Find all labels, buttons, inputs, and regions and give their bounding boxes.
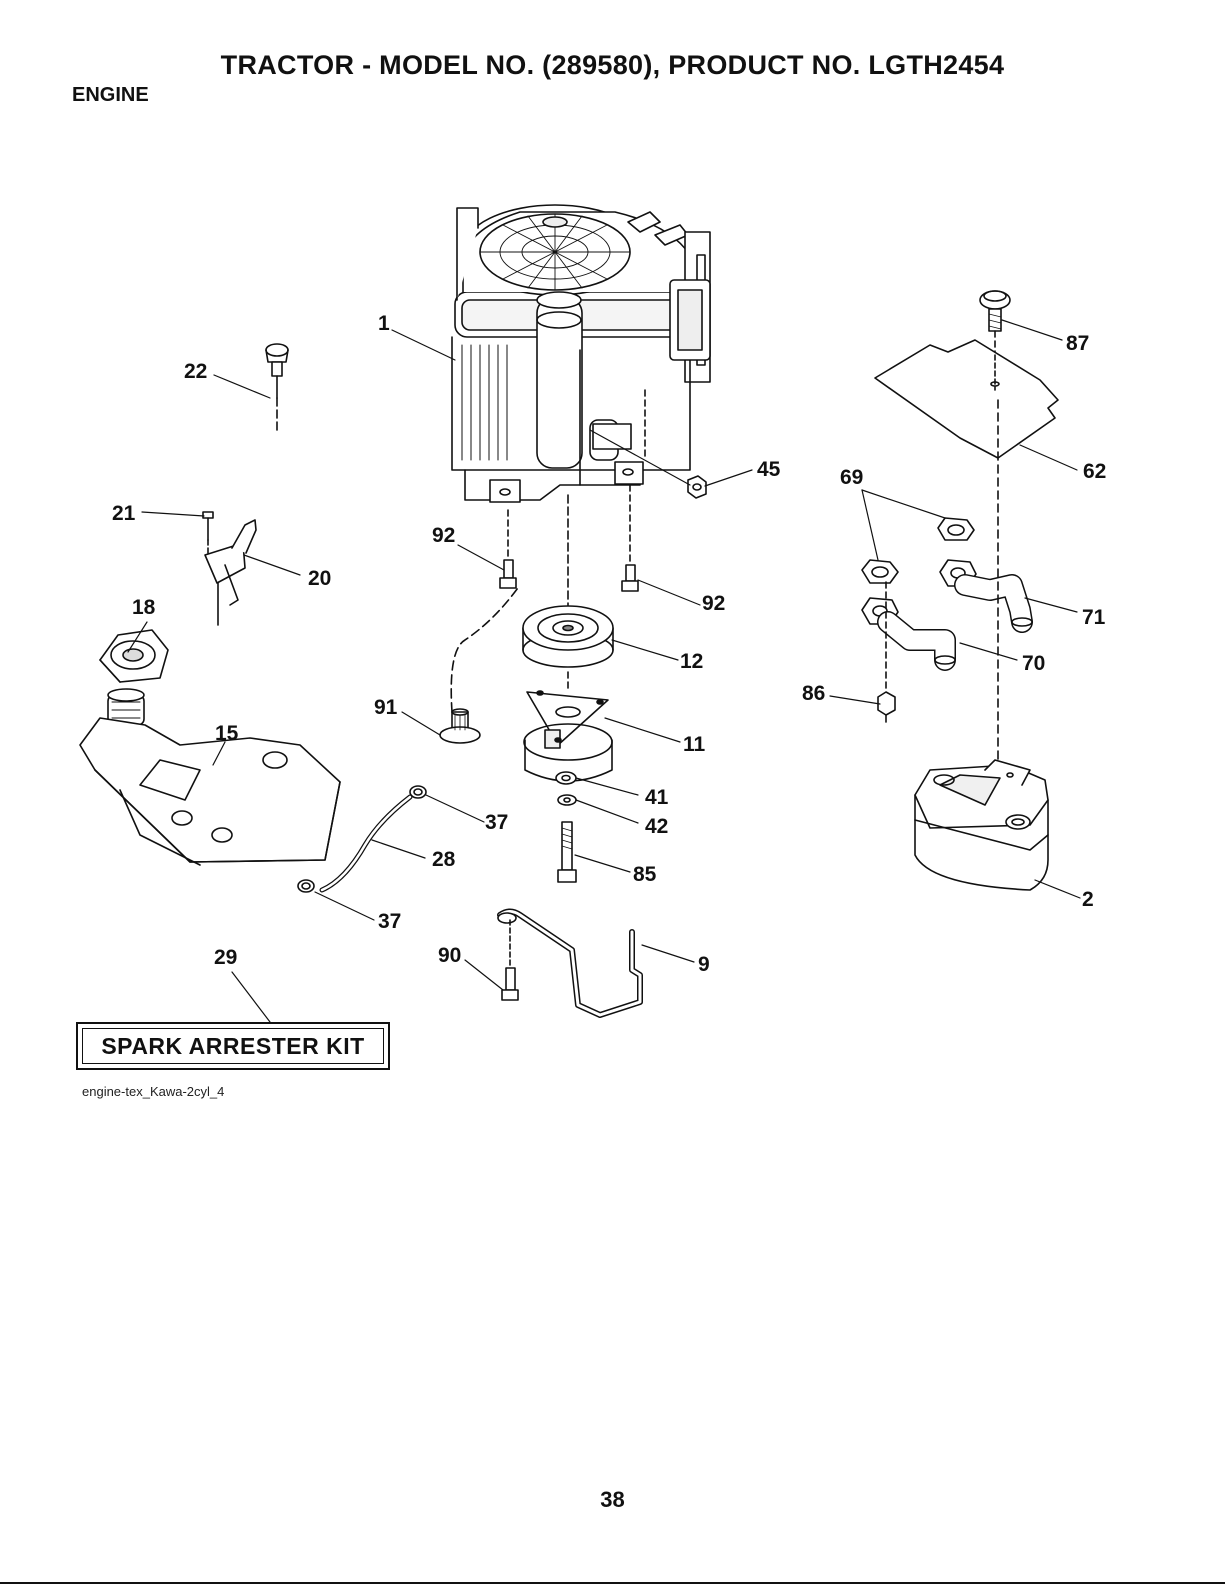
callout-70: 70 [1022, 652, 1045, 675]
throttle-bracket-part [203, 512, 256, 625]
bolt-92-right [622, 485, 638, 591]
nut-45-part [688, 476, 706, 498]
callout-12: 12 [680, 650, 703, 673]
spark-arrester-kit-box: SPARK ARRESTER KIT [76, 1022, 390, 1070]
callout-21: 21 [112, 502, 136, 525]
lock-washer-42-part [558, 795, 576, 805]
callout-87: 87 [1066, 332, 1089, 355]
bolt-92-left [500, 510, 516, 588]
bolt-90-part [502, 920, 518, 1000]
callout-18: 18 [132, 596, 156, 619]
heat-shield-62-part [875, 340, 1058, 458]
callout-1: 1 [378, 312, 390, 335]
callout-37-upper: 37 [485, 811, 508, 834]
fuel-tank-part [80, 689, 340, 865]
callout-92-left: 92 [432, 524, 455, 547]
callout-91: 91 [374, 696, 398, 719]
callout-86: 86 [802, 682, 825, 705]
gasket-69-right [938, 518, 974, 540]
diagram-file-name: engine-tex_Kawa-2cyl_4 [82, 1084, 224, 1099]
grommet-91-part [440, 585, 520, 743]
callout-28: 28 [432, 848, 456, 871]
callout-45: 45 [757, 458, 781, 481]
pulley-part [523, 495, 613, 667]
dipstick-part [266, 344, 288, 430]
callout-11: 11 [683, 733, 706, 756]
page-number: 38 [0, 1487, 1225, 1513]
callout-2: 2 [1082, 888, 1094, 911]
gasket-69-left [862, 560, 898, 583]
exhaust-pipe-70-part [862, 598, 955, 664]
callout-85: 85 [633, 863, 657, 886]
callout-71: 71 [1082, 606, 1106, 629]
hose-clamp-37-lower [298, 880, 314, 892]
engine-illustration [452, 205, 710, 502]
callout-15: 15 [215, 722, 239, 745]
spark-arrester-kit-label: SPARK ARRESTER KIT [82, 1028, 384, 1064]
callout-69: 69 [840, 466, 863, 489]
callout-37-lower: 37 [378, 910, 401, 933]
callout-92-right: 92 [702, 592, 725, 615]
callout-20: 20 [308, 567, 331, 590]
callout-9: 9 [698, 953, 710, 976]
callout-62: 62 [1083, 460, 1106, 483]
callout-90: 90 [438, 944, 461, 967]
fuel-cap-part [100, 630, 168, 682]
exhaust-pipe-71-part [940, 560, 1032, 626]
bolt-85-part [558, 822, 576, 882]
hose-clamp-37-upper [410, 786, 426, 798]
callout-22: 22 [184, 360, 207, 383]
callout-42: 42 [645, 815, 668, 838]
bottom-rule [0, 1582, 1225, 1584]
callout-41: 41 [645, 786, 669, 809]
support-rod-part [498, 912, 640, 1016]
washer-41-part [556, 772, 576, 784]
callout-29: 29 [214, 946, 237, 969]
pto-clutch-part [524, 672, 612, 781]
